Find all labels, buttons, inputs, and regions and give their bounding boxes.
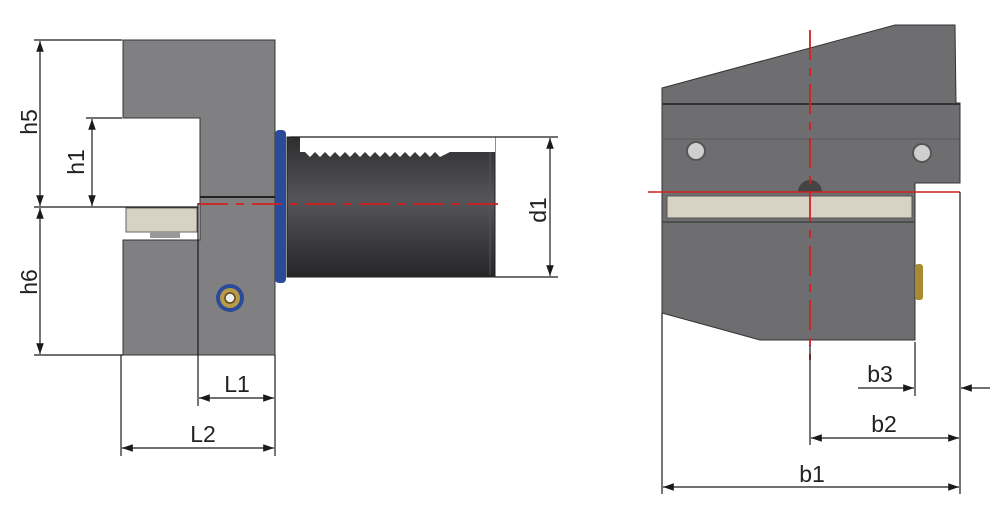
dim-h6-label: h6	[16, 269, 42, 295]
dim-L1-label: L1	[224, 371, 250, 397]
dowel-pin-icon	[912, 143, 932, 163]
dim-h1-label: h1	[63, 149, 89, 175]
dim-b1-label: b1	[799, 461, 825, 487]
side-view: b1 b2 b3	[648, 24, 990, 494]
screw-head-icon	[798, 180, 822, 192]
shank-thread	[300, 137, 495, 157]
insert-screws	[150, 232, 180, 238]
set-screw-icon	[216, 284, 244, 312]
clamp-insert-side	[666, 195, 913, 219]
dim-b2-label: b2	[871, 411, 897, 437]
holder-body-upper	[122, 39, 276, 198]
dowel-pin-icon	[686, 141, 706, 161]
extension-lines	[661, 192, 961, 494]
front-view: h5 h1 h6 d1 L1 L2	[16, 39, 558, 456]
dim-b3-label: b3	[867, 361, 893, 387]
dim-h5-label: h5	[16, 109, 42, 135]
blue-seal-ring	[275, 130, 286, 283]
shank	[286, 136, 496, 278]
extension-lines	[34, 39, 558, 456]
dim-L2-label: L2	[190, 421, 216, 447]
clamp-insert	[125, 207, 198, 233]
dim-d1-label: d1	[525, 197, 551, 223]
coolant-nozzle-icon	[915, 264, 923, 300]
